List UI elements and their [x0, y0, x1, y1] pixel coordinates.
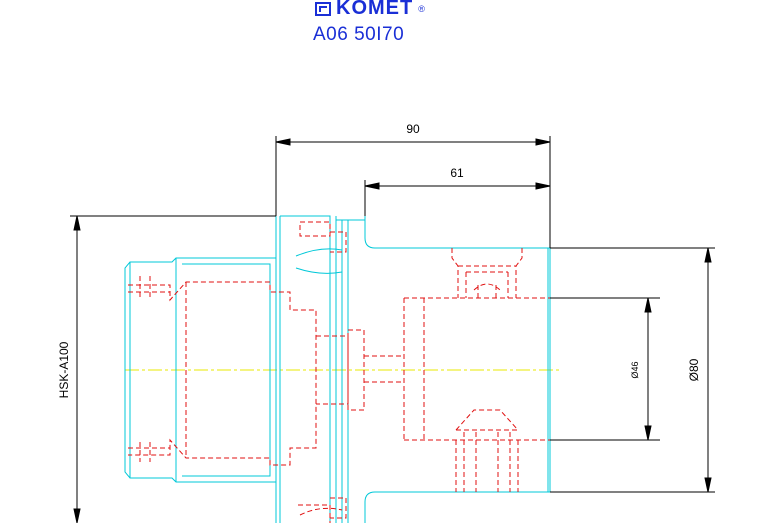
dim-overall-length: 90 — [406, 122, 420, 136]
dim-body-length: 61 — [450, 166, 464, 180]
title-block: KOMET ® A06 50I70 — [0, 0, 767, 60]
dimension-lines — [70, 136, 715, 523]
outline-geometry — [124, 215, 551, 523]
dim-outer-diameter: Ø80 — [687, 358, 701, 381]
hidden-geometry — [128, 221, 550, 523]
brand-name: KOMET — [336, 0, 414, 19]
dim-bore-diameter: Ø46 — [630, 361, 640, 378]
brand-mark: ® — [418, 3, 426, 14]
part-code: A06 50I70 — [313, 24, 405, 45]
komet-logo: KOMET ® — [315, 0, 426, 20]
komet-logo-icon — [315, 1, 331, 16]
dim-shank: HSK-A100 — [57, 341, 71, 398]
